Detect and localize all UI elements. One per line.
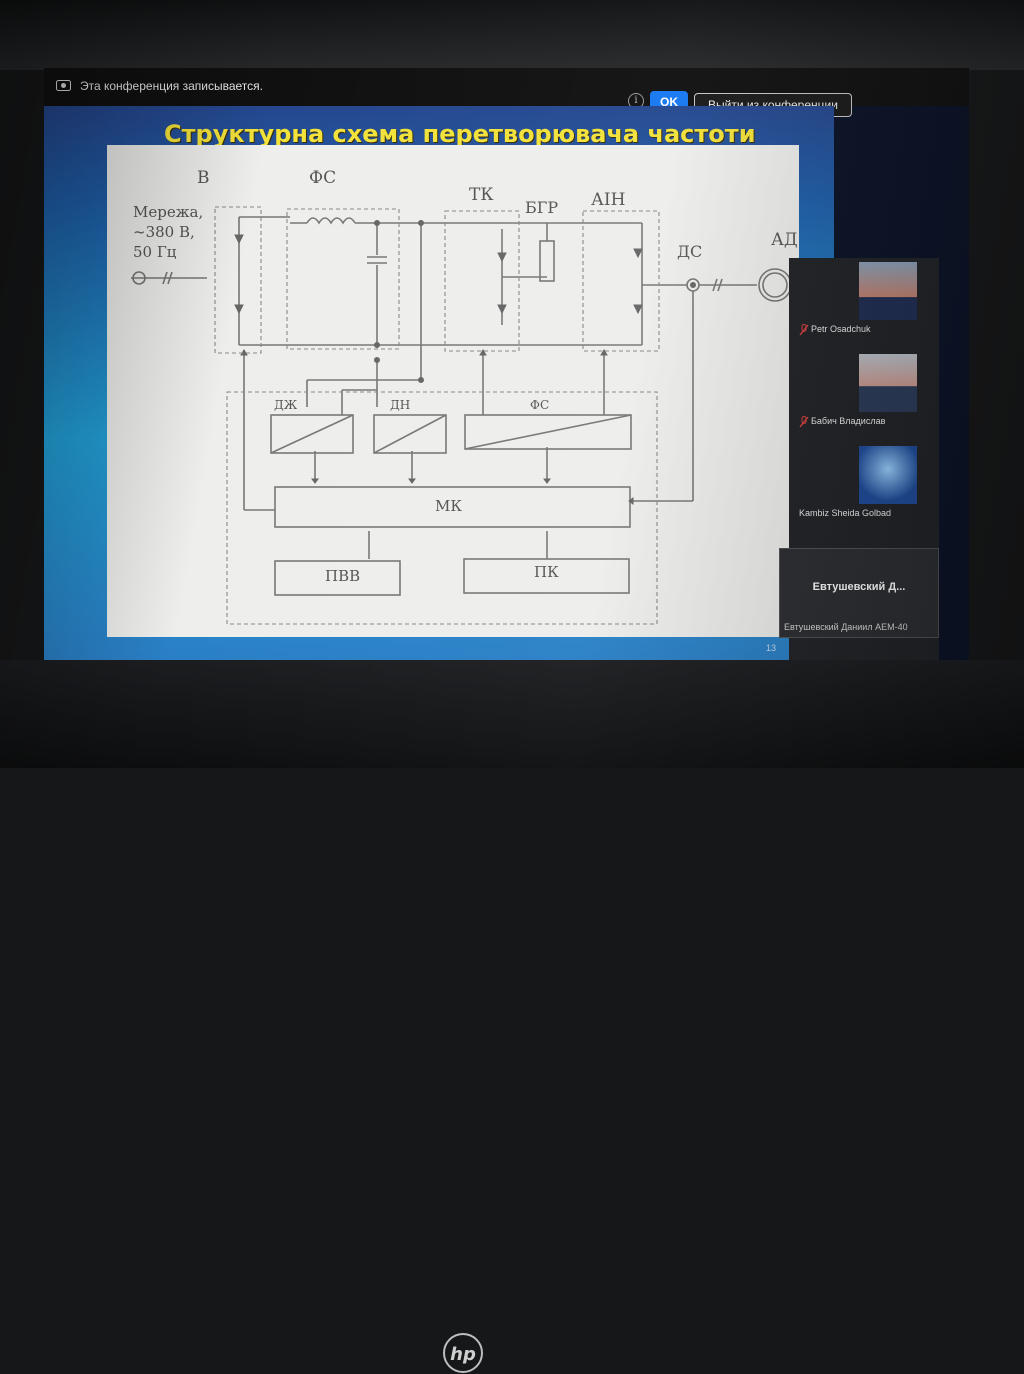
participant-tile[interactable]: Petr Osadchuk: [795, 258, 933, 346]
mic-muted-icon: [799, 324, 809, 336]
recording-notice-bar: Эта конференция записывается.: [44, 68, 969, 106]
avatar: [859, 354, 917, 412]
mic-muted-icon: [799, 416, 809, 428]
label-rectifier: В: [197, 168, 210, 188]
laptop-bezel-bottom: hp: [0, 660, 1024, 1373]
label-io-device: ПВВ: [325, 567, 360, 585]
participant-name: Kambiz Sheida Golbad: [799, 508, 892, 518]
active-speaker-name: Евтушевский Даниил АЕМ-40: [784, 622, 908, 632]
participant-tile[interactable]: Бабич Владислав: [795, 350, 933, 438]
label-voltage-sensor-block: ДН: [390, 398, 410, 412]
label-brake-block: БГР: [525, 198, 558, 217]
laptop-bezel-top: [0, 0, 1024, 70]
active-speaker-tile[interactable]: Евтушевский Д... Евтушевский Даниил АЕМ-…: [779, 548, 939, 638]
participant-tile[interactable]: Kambiz Sheida Golbad: [795, 442, 933, 530]
label-control-panel: ПК: [534, 563, 559, 581]
label-motor: АД: [771, 230, 798, 250]
zoom-window: Эта конференция записывается. i OK Выйти…: [44, 68, 969, 660]
recording-icon: [56, 80, 71, 91]
label-grid-2: ~380 В,: [133, 223, 195, 241]
slide-page-number: 13: [766, 643, 777, 653]
label-current-sensor-block: ДЖ: [274, 398, 298, 412]
shared-slide: Структурна схема перетворювача частоти М…: [44, 106, 834, 660]
avatar: [859, 446, 917, 504]
active-speaker-display-name: Евтушевский Д...: [812, 581, 906, 593]
participant-name: Petr Osadchuk: [811, 324, 871, 334]
avatar: [859, 262, 917, 320]
label-transistor-key: ТК: [469, 185, 494, 205]
slide-title: Структурна схема перетворювача частоти: [164, 120, 756, 148]
label-inverter: АІН: [591, 190, 625, 210]
label-grid-1: Мережа,: [133, 203, 203, 221]
label-pwm-block: ФС: [530, 398, 549, 412]
label-current-sensor: ДС: [677, 242, 702, 261]
label-controller: МК: [435, 497, 462, 515]
recording-notice-text: Эта конференция записывается.: [80, 79, 263, 93]
hp-logo: hp: [443, 1333, 483, 1373]
frequency-converter-diagram: Мережа, ~380 В, 50 Гц В ФС ТК БГР АІН ДС…: [107, 145, 799, 637]
label-filter: ФС: [309, 168, 336, 188]
label-grid-3: 50 Гц: [133, 243, 177, 261]
participant-name: Бабич Владислав: [811, 416, 886, 426]
hp-logo-text: hp: [450, 1344, 476, 1365]
